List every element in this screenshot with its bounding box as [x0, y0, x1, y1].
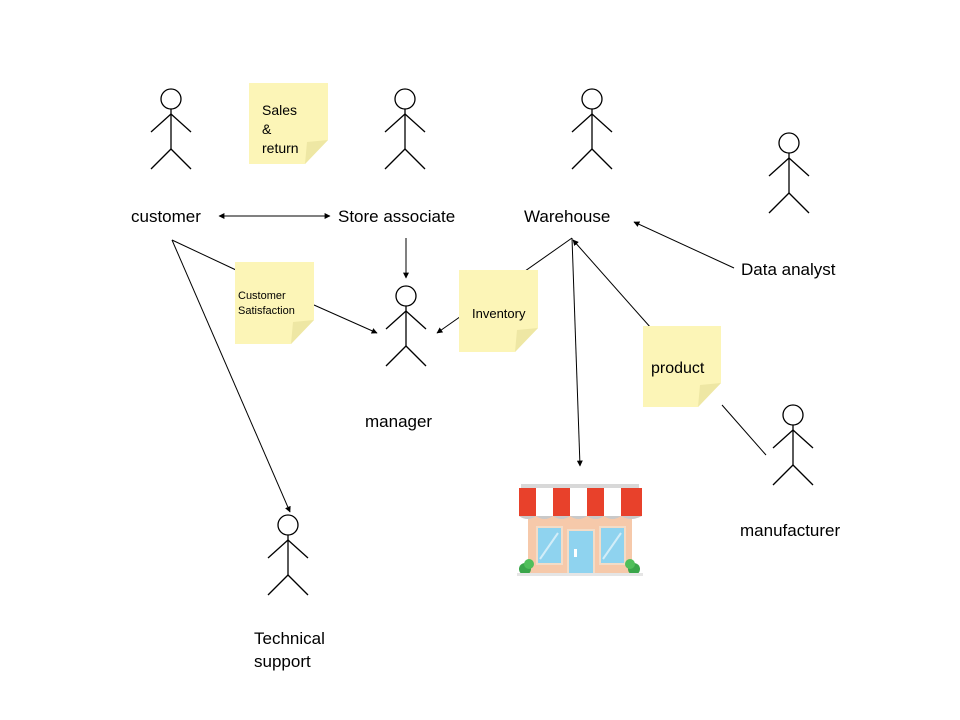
manufacturer-person-icon [772, 404, 814, 486]
data-analyst-person-icon [768, 132, 810, 214]
edge-data-analyst-warehouse [633, 221, 735, 269]
note-sales-return: Sales & return [249, 83, 328, 164]
actor-manager: manager [365, 285, 432, 431]
actor-store-associate: Store associate [338, 88, 455, 226]
note-sales-return-line-1: Sales [262, 102, 297, 118]
note-sales-return-line-3: return [262, 140, 299, 156]
note-product: product [643, 326, 721, 407]
store-associate-person-icon [384, 88, 426, 170]
actor-manufacturer-label: manufacturer [740, 521, 840, 540]
note-inventory: Inventory [459, 270, 538, 352]
edge-customer-to-satisfaction-note [171, 239, 237, 271]
actor-store-associate-label: Store associate [338, 207, 455, 226]
actor-data-analyst: Data analyst [741, 132, 836, 279]
actor-customer: customer [131, 88, 201, 226]
actor-warehouse: Warehouse [524, 88, 613, 226]
note-sales-return-line-2: & [262, 121, 272, 137]
edge-product-note-to-warehouse [572, 239, 652, 329]
note-customer-satisfaction: Customer Satisfaction [235, 262, 314, 344]
edge-manufacturer-to-product-note [721, 404, 767, 456]
actor-manager-label: manager [365, 412, 432, 431]
edge-customer-technical-support [171, 239, 291, 513]
note-product-label: product [651, 360, 705, 377]
actor-data-analyst-label: Data analyst [741, 260, 836, 279]
technical-support-person-icon [267, 514, 309, 596]
note-customer-satisfaction-line-1: Customer [238, 290, 286, 302]
actor-warehouse-label: Warehouse [524, 207, 610, 226]
warehouse-person-icon [571, 88, 613, 170]
actor-technical-support-label-line-2: support [254, 652, 311, 671]
edge-warehouse-store [571, 237, 583, 467]
note-customer-satisfaction-line-2: Satisfaction [238, 305, 295, 317]
actor-manufacturer: manufacturer [740, 404, 840, 540]
actor-customer-label: customer [131, 207, 201, 226]
edge-satisfaction-note-to-manager [313, 304, 378, 334]
actor-technical-support-label-line-1: Technical [254, 629, 325, 648]
manager-person-icon [385, 285, 427, 367]
store-icon [517, 484, 643, 576]
customer-person-icon [150, 88, 192, 170]
actor-technical-support: Technical support [254, 514, 325, 671]
note-inventory-label: Inventory [472, 306, 526, 321]
